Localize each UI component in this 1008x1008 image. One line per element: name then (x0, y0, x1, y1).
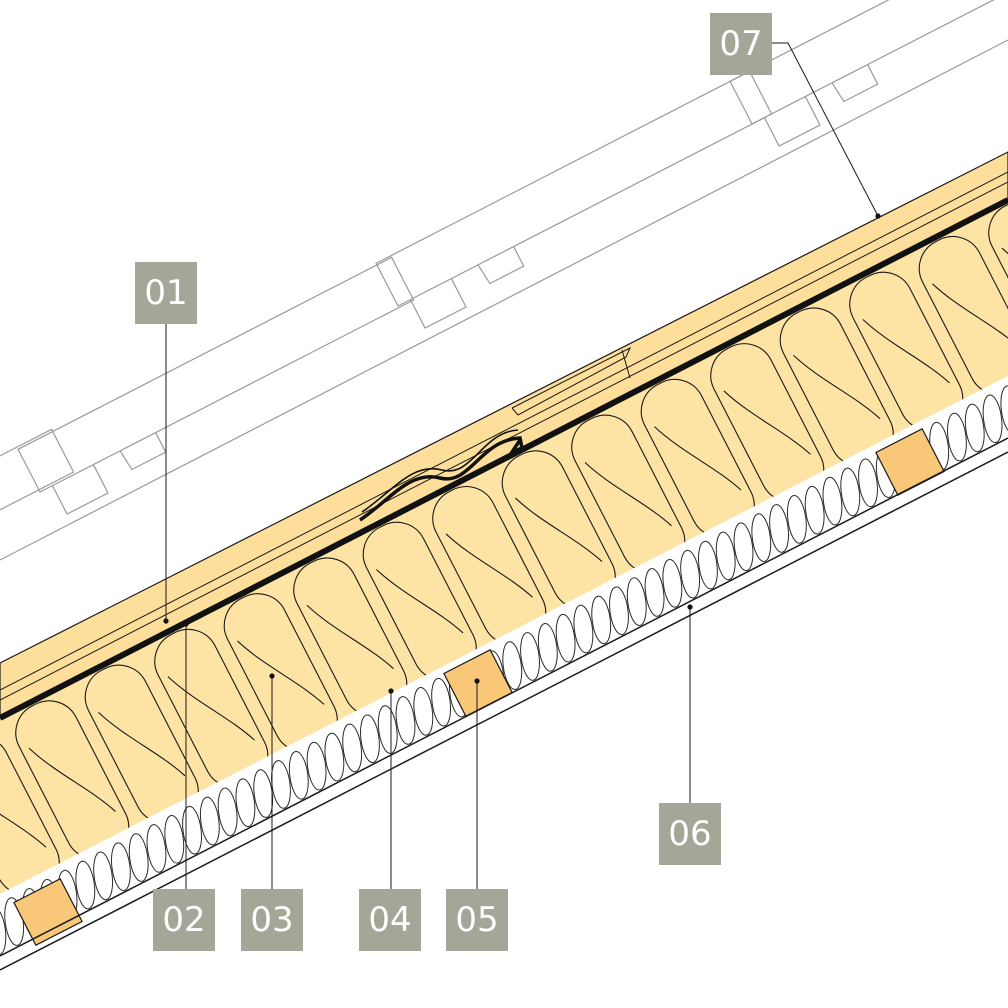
battens (13, 427, 945, 947)
wool-coil (947, 412, 967, 462)
leader-lines (165, 42, 879, 889)
tile-lug (831, 64, 879, 103)
wool-coil (199, 796, 220, 846)
wool-coil (769, 504, 790, 553)
wool-coil (288, 750, 309, 800)
wool-coil (609, 586, 629, 636)
wool-coil (93, 851, 114, 901)
wool-coil (520, 632, 540, 681)
wool-coil (662, 559, 683, 608)
top-board-layer (0, 151, 1008, 721)
wool-coil (822, 476, 843, 526)
roof-tile (729, 0, 995, 125)
tile-nib (51, 464, 109, 515)
wool-coil (182, 805, 202, 855)
wool-coil (751, 513, 772, 562)
roof-tile (0, 428, 75, 511)
wool-coil (537, 622, 558, 672)
wool-coil (217, 787, 238, 837)
batten (13, 877, 83, 947)
callout-06: 06 (659, 803, 721, 865)
roof-tile (17, 256, 415, 493)
roof-tiles-outline (0, 0, 1008, 561)
wool-coil (502, 641, 523, 690)
wool-coil (1000, 385, 1008, 434)
tile-edge (0, 39, 1008, 561)
wool-coil (75, 860, 96, 910)
tile-lug (119, 432, 167, 471)
roof-tile (375, 70, 773, 307)
wool-coil (626, 577, 647, 626)
wool-coil (110, 842, 131, 892)
wool-coil (555, 613, 576, 663)
wool-coil (146, 824, 167, 873)
wool-coil (324, 732, 345, 782)
insulation-pillow (918, 236, 1008, 396)
wool-coil (644, 568, 665, 617)
inner-lining (0, 437, 1008, 971)
wool-coil (733, 522, 754, 572)
callout-03: 03 (241, 889, 303, 951)
wool-coil (0, 906, 7, 956)
wool-coil (573, 604, 594, 654)
wool-coil (164, 814, 185, 864)
tile-nib (409, 278, 467, 329)
tile-lug (477, 246, 525, 285)
wool-coil (715, 531, 736, 581)
insulation-pillow (988, 200, 1008, 360)
wool-coil (786, 495, 807, 544)
callout-04: 04 (359, 889, 421, 951)
wool-coil (413, 686, 434, 736)
leader-07 (772, 42, 879, 217)
wool-coil (360, 714, 380, 764)
callout-05: 05 (446, 889, 508, 951)
tile-nib (763, 96, 821, 147)
wool-coil (591, 595, 612, 645)
wool-coil (342, 723, 363, 773)
wool-coil (431, 677, 452, 727)
callout-02: 02 (153, 889, 215, 951)
callout-01: 01 (135, 262, 197, 324)
wool-coil (128, 833, 149, 882)
wool-coil (804, 485, 825, 535)
wool-coil (306, 741, 327, 791)
wool-coil (858, 458, 878, 508)
wool-coil (964, 403, 985, 453)
wool-coil (698, 540, 718, 590)
mineral-wool-layer (0, 376, 1008, 956)
wool-coil (395, 696, 416, 745)
wool-coil (680, 549, 701, 599)
callout-07: 07 (710, 13, 772, 75)
leader-dots (163, 213, 881, 694)
wool-coil (235, 778, 256, 828)
insulation-layer (0, 200, 1008, 894)
wool-coil (982, 394, 1003, 444)
wool-coil (840, 467, 861, 517)
